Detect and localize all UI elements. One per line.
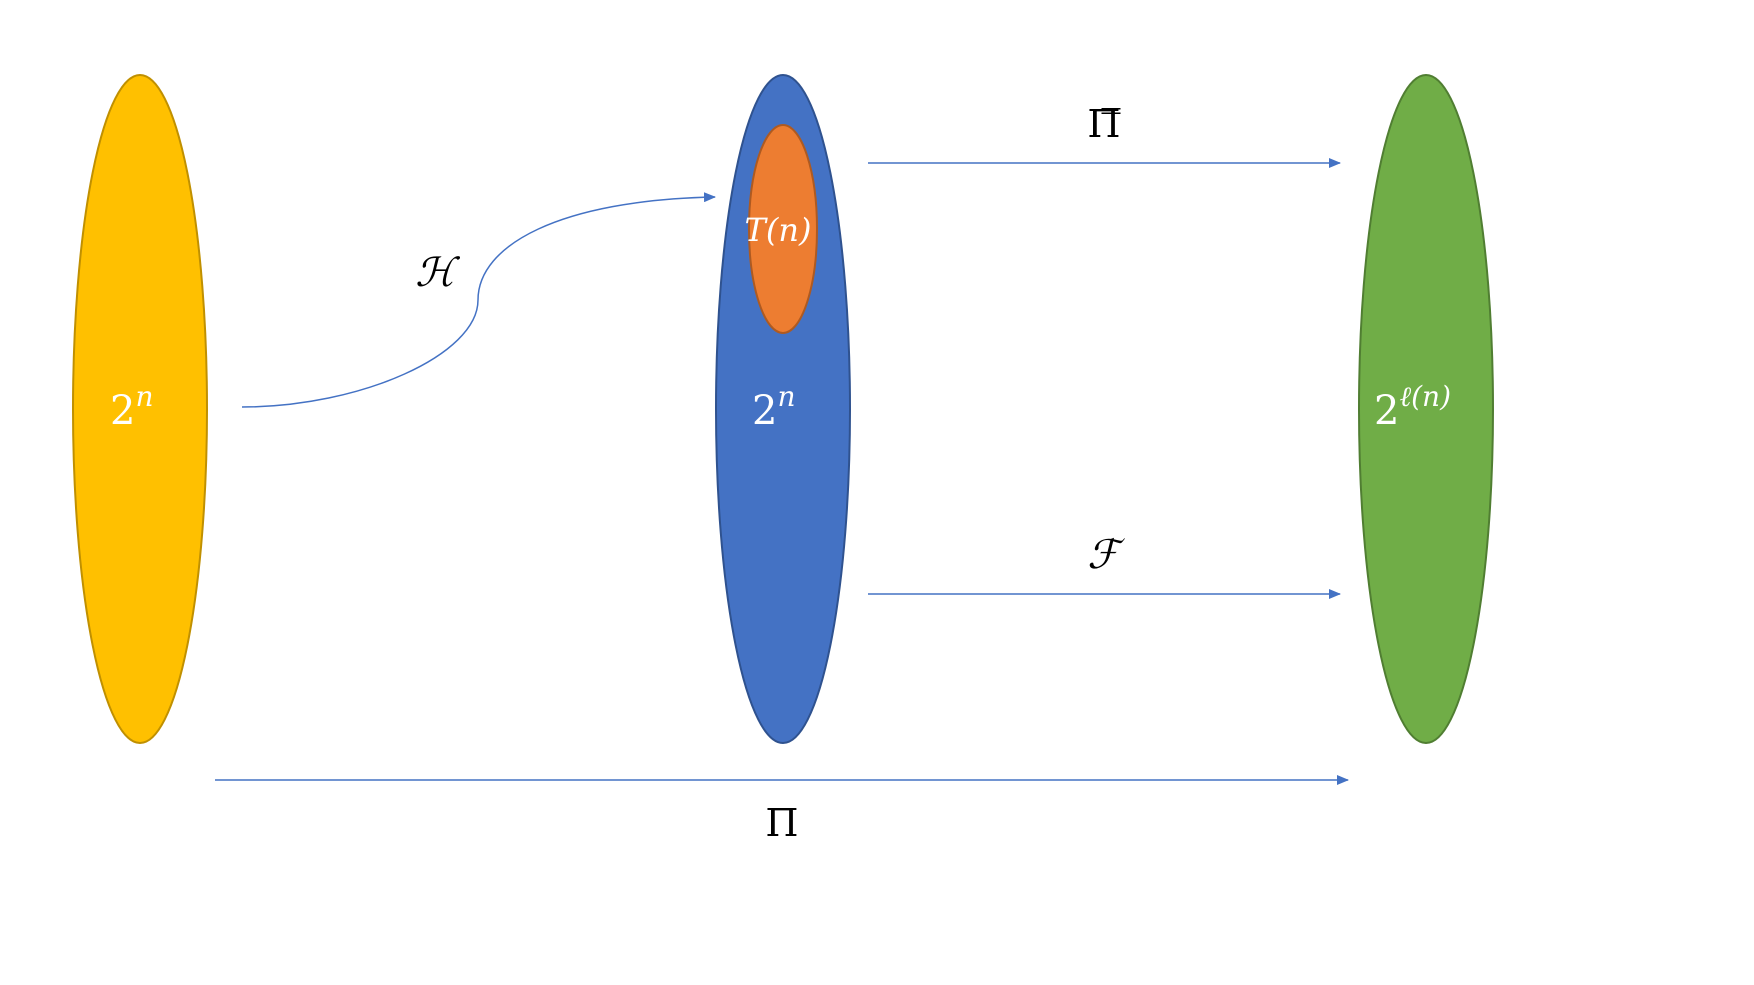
middle-set-base: 2 bbox=[752, 388, 777, 434]
subset-ellipse bbox=[748, 124, 818, 334]
middle-set-exponent: n bbox=[777, 380, 795, 413]
pi-bar-map-label: Π̿ bbox=[1087, 102, 1120, 146]
h-map-arrow bbox=[241, 192, 716, 408]
f-map-label: ℱ bbox=[1087, 532, 1125, 578]
pi-map-label: Π bbox=[765, 801, 798, 845]
middle-set-label: 2n bbox=[752, 380, 796, 434]
left-set-base: 2 bbox=[110, 388, 135, 434]
left-set-ellipse bbox=[72, 74, 208, 744]
left-set-exponent: n bbox=[135, 380, 153, 413]
right-set-ellipse bbox=[1358, 74, 1494, 744]
right-set-base: 2 bbox=[1374, 388, 1399, 434]
left-set-label: 2n bbox=[110, 380, 154, 434]
right-set-exponent: ℓ(n) bbox=[1399, 380, 1451, 413]
subset-label: T(n) bbox=[745, 211, 812, 249]
right-set-label: 2ℓ(n) bbox=[1374, 380, 1451, 434]
h-map-label: ℋ bbox=[415, 250, 460, 296]
